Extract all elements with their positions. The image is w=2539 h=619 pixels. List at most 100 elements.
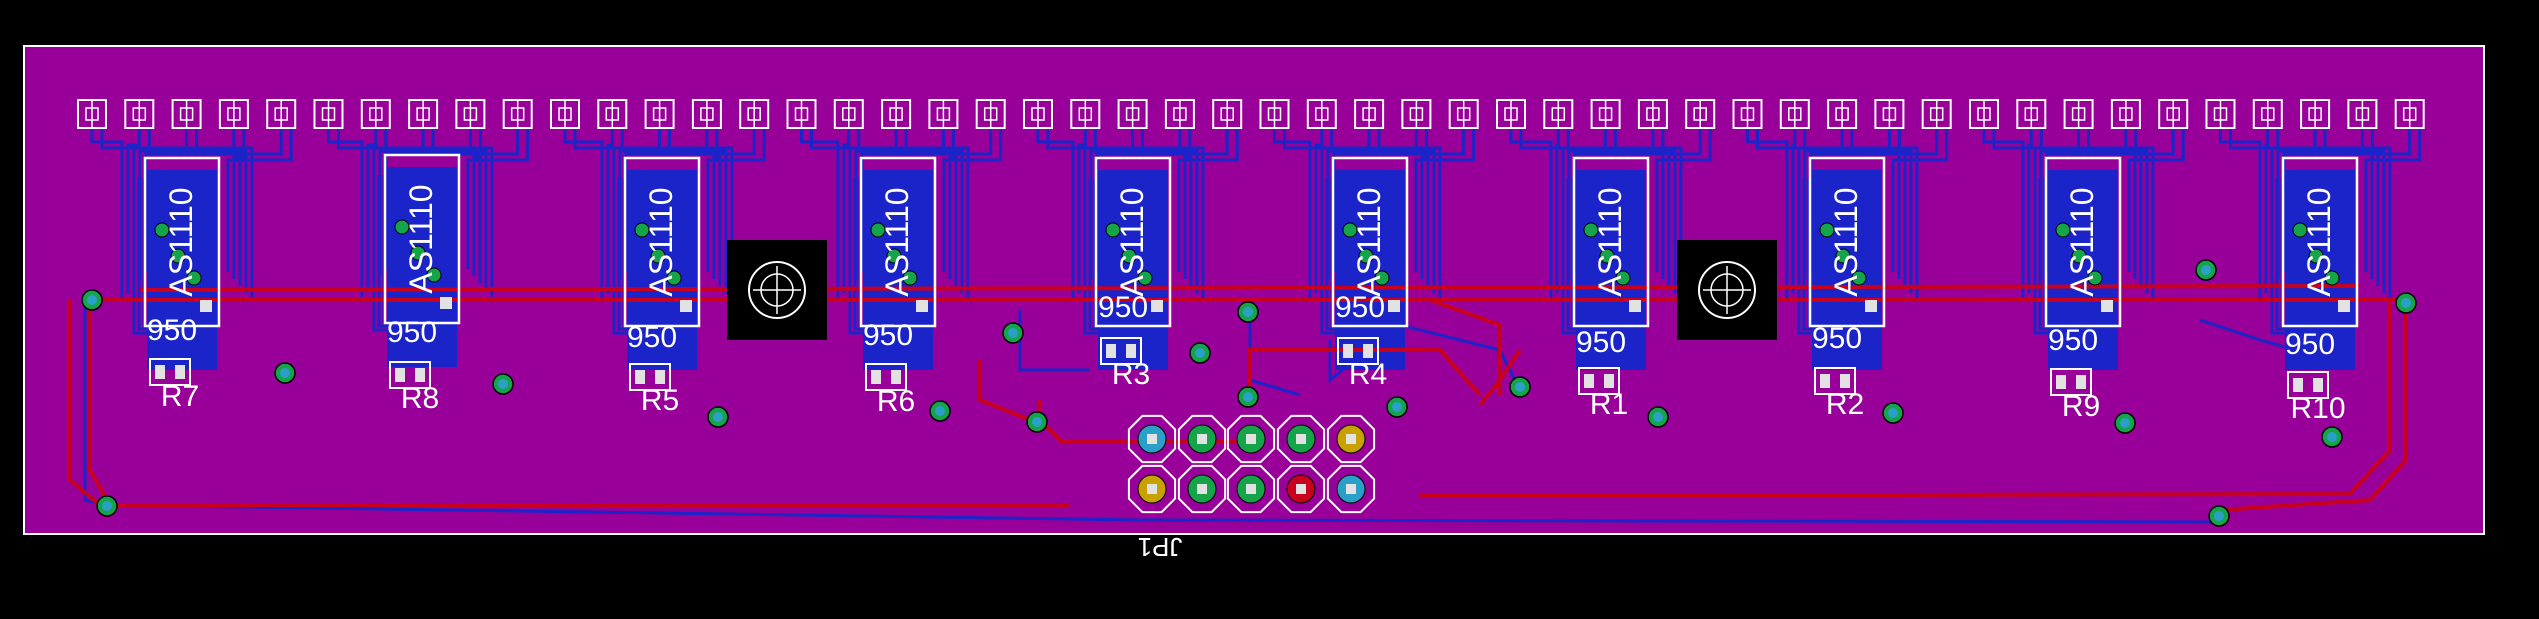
via-group [81,259,2417,527]
chip-pin-pad [2055,222,2071,238]
chip-pin-pad [870,222,886,238]
connector-pad [2158,99,2189,129]
top-trace [1419,300,2392,498]
resistor-outline [1337,337,1379,365]
bottom-trace [2127,128,2185,272]
connector-pad [218,99,249,129]
resistor-value-label: 950 [1576,326,1626,359]
connector-pad [928,99,959,129]
bottom-trace [1655,128,1712,272]
chip-pin-pad [2087,270,2103,286]
via-hole [2401,298,2411,308]
header-pin-outline [1127,464,1177,514]
mounting-hole-group [727,240,1777,340]
resistor-outline [2287,371,2329,399]
resistor-value-label: 950 [1098,291,1148,324]
resistor-pad [1126,344,1136,358]
bottom-trace [1077,128,1087,293]
resistor-pad [1584,374,1594,388]
bottom-trace [226,128,293,272]
connector-pad [1496,99,1526,129]
via [1882,402,1904,424]
top-trace [139,284,2361,292]
bottom-trace [2199,318,2331,362]
via-hole [498,379,508,389]
top-trace [68,300,110,514]
header-pin [1127,414,1177,464]
bottom-trace [1555,128,1560,293]
bottom-trace [1177,128,1239,272]
chip-component: AS1110 [1572,156,1650,328]
chip-outline [859,156,937,328]
chip-pin1-marker [1629,300,1641,312]
resistor-pad [1106,344,1116,358]
via-hole [713,412,723,422]
chip-outline [1808,156,1886,328]
bottom-trace [1509,128,1553,300]
resistor-ref-label: R8 [401,382,439,415]
header-pin [1326,464,1376,514]
resistor-ref-label: R6 [877,385,915,418]
chip-outline [1331,156,1409,328]
resistor-ref-label: R7 [161,380,199,413]
chip-pin-pad [902,270,918,286]
connector-pad [313,99,344,129]
resistor-pad [1820,374,1830,388]
chip-label: AS1110 [163,187,199,296]
header-pin [1326,414,1376,464]
chip-outline [2281,156,2359,328]
resistor-pad [175,365,185,379]
connector-pad [1070,99,1101,129]
header-pin-center [1197,484,1207,494]
connector-pad [1969,99,1999,129]
chip-pin-pad [1374,270,1390,286]
resistor-pad [1343,344,1353,358]
header-pin-center [1147,484,1157,494]
bottom-copper-layer [83,128,2422,524]
chip-pin-pad [410,245,426,261]
bottom-copper-pour [1098,170,1168,370]
chip-pin-pad [1358,248,1374,264]
bottom-copper-pour [627,170,697,370]
connector-pad [1401,99,1432,129]
bottom-trace [606,128,614,293]
bottom-copper-pour [1335,170,1405,370]
chip-label: AS1110 [403,184,439,293]
chip-pin-pad [2308,248,2324,264]
resistor-pad [655,370,665,384]
via [96,495,118,517]
resistor-value-label: 950 [627,321,677,354]
chip-pin1-marker [680,300,692,312]
bottom-copper-pour [147,170,217,370]
connector-pad [1354,99,1385,129]
resistor-value-label: 950 [863,319,913,352]
connector-pad [2110,99,2141,129]
connector-pad [644,99,675,129]
chip-pin-pad [886,248,902,264]
resistor-pad [891,370,901,384]
header-pin-outline [1326,464,1376,514]
chip-pin-pad [1819,222,1835,238]
header-pin-outline [1177,464,1227,514]
resistor-outline [865,363,907,391]
chip-component: AS1110 [143,156,221,328]
via-hole [1653,412,1663,422]
bottom-trace [1036,128,1075,300]
chip-pin1-marker [440,297,452,309]
connector-pad [1874,99,1905,129]
top-trace [1429,298,1502,395]
chip-pin-pad [2071,248,2087,264]
connector-pad [1779,99,1810,129]
via [2395,292,2417,314]
chip-label: AS1110 [2064,187,2100,296]
mounting-hole-ring [1698,261,1756,319]
bottom-trace [1982,128,2025,300]
chip-pin-pad [1342,222,1358,238]
connector-pad [1637,99,1668,129]
via [1026,411,1048,433]
connector-pad [691,99,722,129]
via [1002,322,1024,344]
bottom-copper-pour [387,167,457,367]
